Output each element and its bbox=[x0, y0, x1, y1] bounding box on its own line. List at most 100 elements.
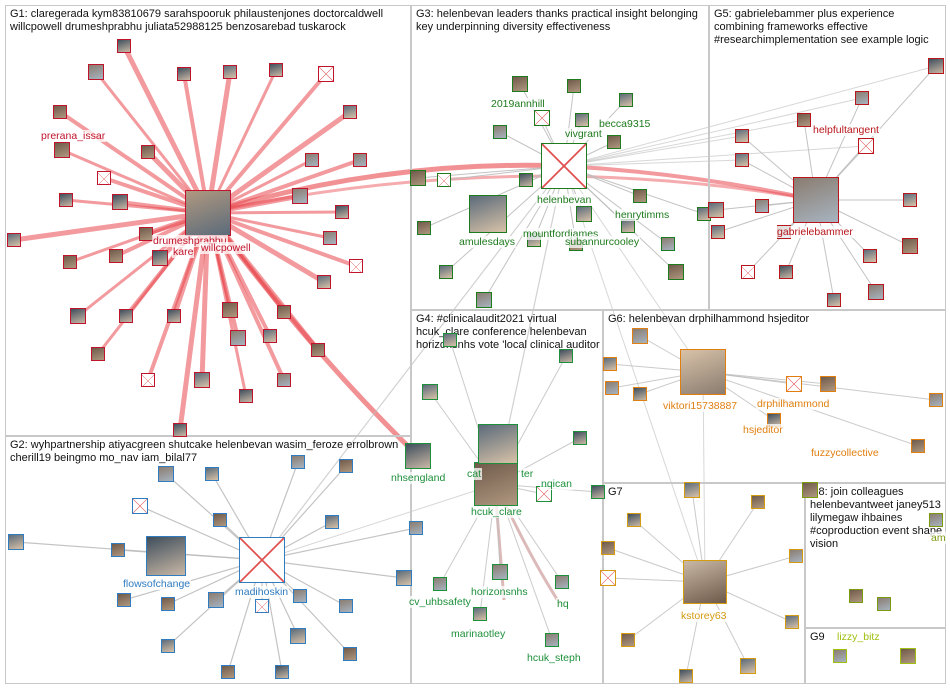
user-node[interactable] bbox=[929, 393, 943, 407]
hub-node-gab[interactable] bbox=[793, 177, 839, 223]
user-node[interactable] bbox=[255, 599, 269, 614]
user-node[interactable] bbox=[88, 64, 104, 80]
user-node[interactable] bbox=[173, 423, 187, 437]
user-node[interactable] bbox=[417, 221, 431, 235]
hub-node-hel[interactable] bbox=[541, 143, 587, 189]
user-node[interactable] bbox=[439, 265, 453, 279]
user-node[interactable] bbox=[575, 113, 589, 127]
user-node[interactable] bbox=[601, 541, 615, 555]
user-node[interactable] bbox=[275, 665, 289, 679]
user-node[interactable] bbox=[863, 249, 877, 263]
user-node[interactable] bbox=[63, 255, 77, 269]
user-node[interactable] bbox=[141, 145, 155, 159]
user-node[interactable] bbox=[152, 250, 168, 266]
user-node[interactable] bbox=[929, 513, 943, 527]
user-node[interactable] bbox=[117, 39, 131, 53]
user-node[interactable] bbox=[109, 249, 123, 263]
user-node[interactable] bbox=[117, 593, 131, 607]
user-node[interactable] bbox=[353, 153, 367, 167]
user-node[interactable] bbox=[789, 549, 803, 563]
user-node[interactable] bbox=[343, 105, 357, 119]
user-node[interactable] bbox=[396, 570, 412, 586]
user-node[interactable] bbox=[849, 589, 863, 603]
user-node[interactable] bbox=[343, 647, 357, 661]
user-node[interactable] bbox=[627, 513, 641, 527]
user-node[interactable] bbox=[900, 648, 916, 664]
user-node[interactable] bbox=[827, 293, 841, 307]
user-node[interactable] bbox=[833, 649, 847, 663]
user-node[interactable] bbox=[339, 459, 353, 473]
user-node[interactable] bbox=[591, 485, 605, 499]
user-node[interactable] bbox=[740, 658, 756, 674]
user-node[interactable] bbox=[519, 173, 533, 187]
user-node[interactable] bbox=[668, 264, 684, 280]
user-node[interactable] bbox=[161, 639, 175, 653]
user-node[interactable] bbox=[443, 333, 457, 347]
user-node[interactable] bbox=[855, 91, 869, 105]
user-node[interactable] bbox=[559, 349, 573, 363]
user-node[interactable] bbox=[409, 521, 423, 535]
user-node[interactable] bbox=[112, 194, 128, 210]
user-node[interactable] bbox=[779, 265, 793, 279]
user-node[interactable] bbox=[7, 233, 21, 247]
user-node[interactable] bbox=[679, 669, 693, 683]
user-node[interactable] bbox=[311, 343, 325, 357]
user-node[interactable] bbox=[603, 357, 617, 371]
user-node[interactable] bbox=[239, 389, 253, 403]
user-node[interactable] bbox=[621, 633, 635, 647]
user-node[interactable] bbox=[161, 597, 175, 611]
user-node[interactable] bbox=[230, 330, 246, 346]
user-node[interactable] bbox=[318, 66, 334, 82]
user-node[interactable] bbox=[437, 173, 451, 188]
user-node[interactable] bbox=[786, 376, 802, 392]
user-node[interactable] bbox=[208, 592, 224, 608]
user-node[interactable] bbox=[512, 76, 528, 92]
user-node[interactable] bbox=[339, 599, 353, 613]
user-node[interactable] bbox=[928, 58, 944, 74]
user-node[interactable] bbox=[633, 387, 647, 401]
user-node[interactable] bbox=[54, 142, 70, 158]
user-node[interactable] bbox=[291, 455, 305, 469]
user-node[interactable] bbox=[119, 309, 133, 323]
user-node[interactable] bbox=[158, 466, 174, 482]
hub-node-nhs[interactable] bbox=[405, 443, 431, 469]
user-node[interactable] bbox=[290, 628, 306, 644]
user-node[interactable] bbox=[802, 482, 818, 498]
user-node[interactable] bbox=[632, 328, 648, 344]
user-node[interactable] bbox=[619, 93, 633, 107]
user-node[interactable] bbox=[167, 309, 181, 323]
user-node[interactable] bbox=[661, 237, 675, 251]
user-node[interactable] bbox=[858, 138, 874, 154]
user-node[interactable] bbox=[751, 495, 765, 509]
user-node[interactable] bbox=[59, 193, 73, 207]
user-node[interactable] bbox=[323, 231, 337, 245]
user-node[interactable] bbox=[534, 110, 550, 126]
user-node[interactable] bbox=[223, 65, 237, 79]
hub-node-flow[interactable] bbox=[146, 536, 186, 576]
user-node[interactable] bbox=[269, 63, 283, 77]
user-node[interactable] bbox=[797, 113, 811, 127]
user-node[interactable] bbox=[735, 129, 749, 143]
user-node[interactable] bbox=[317, 275, 331, 289]
user-node[interactable] bbox=[820, 376, 836, 392]
user-node[interactable] bbox=[492, 564, 508, 580]
user-node[interactable] bbox=[576, 206, 592, 222]
user-node[interactable] bbox=[349, 259, 363, 274]
user-node[interactable] bbox=[605, 381, 619, 395]
user-node[interactable] bbox=[573, 431, 587, 445]
user-node[interactable] bbox=[607, 135, 621, 149]
user-node[interactable] bbox=[213, 513, 227, 527]
user-node[interactable] bbox=[567, 79, 581, 93]
user-node[interactable] bbox=[97, 171, 111, 186]
user-node[interactable] bbox=[325, 515, 339, 529]
user-node[interactable] bbox=[422, 384, 438, 400]
user-node[interactable] bbox=[277, 305, 291, 319]
user-node[interactable] bbox=[735, 153, 749, 167]
user-node[interactable] bbox=[139, 227, 153, 241]
user-node[interactable] bbox=[493, 125, 507, 139]
user-node[interactable] bbox=[868, 284, 884, 300]
user-node[interactable] bbox=[194, 372, 210, 388]
user-node[interactable] bbox=[8, 534, 24, 550]
user-node[interactable] bbox=[410, 170, 426, 186]
user-node[interactable] bbox=[684, 482, 700, 498]
